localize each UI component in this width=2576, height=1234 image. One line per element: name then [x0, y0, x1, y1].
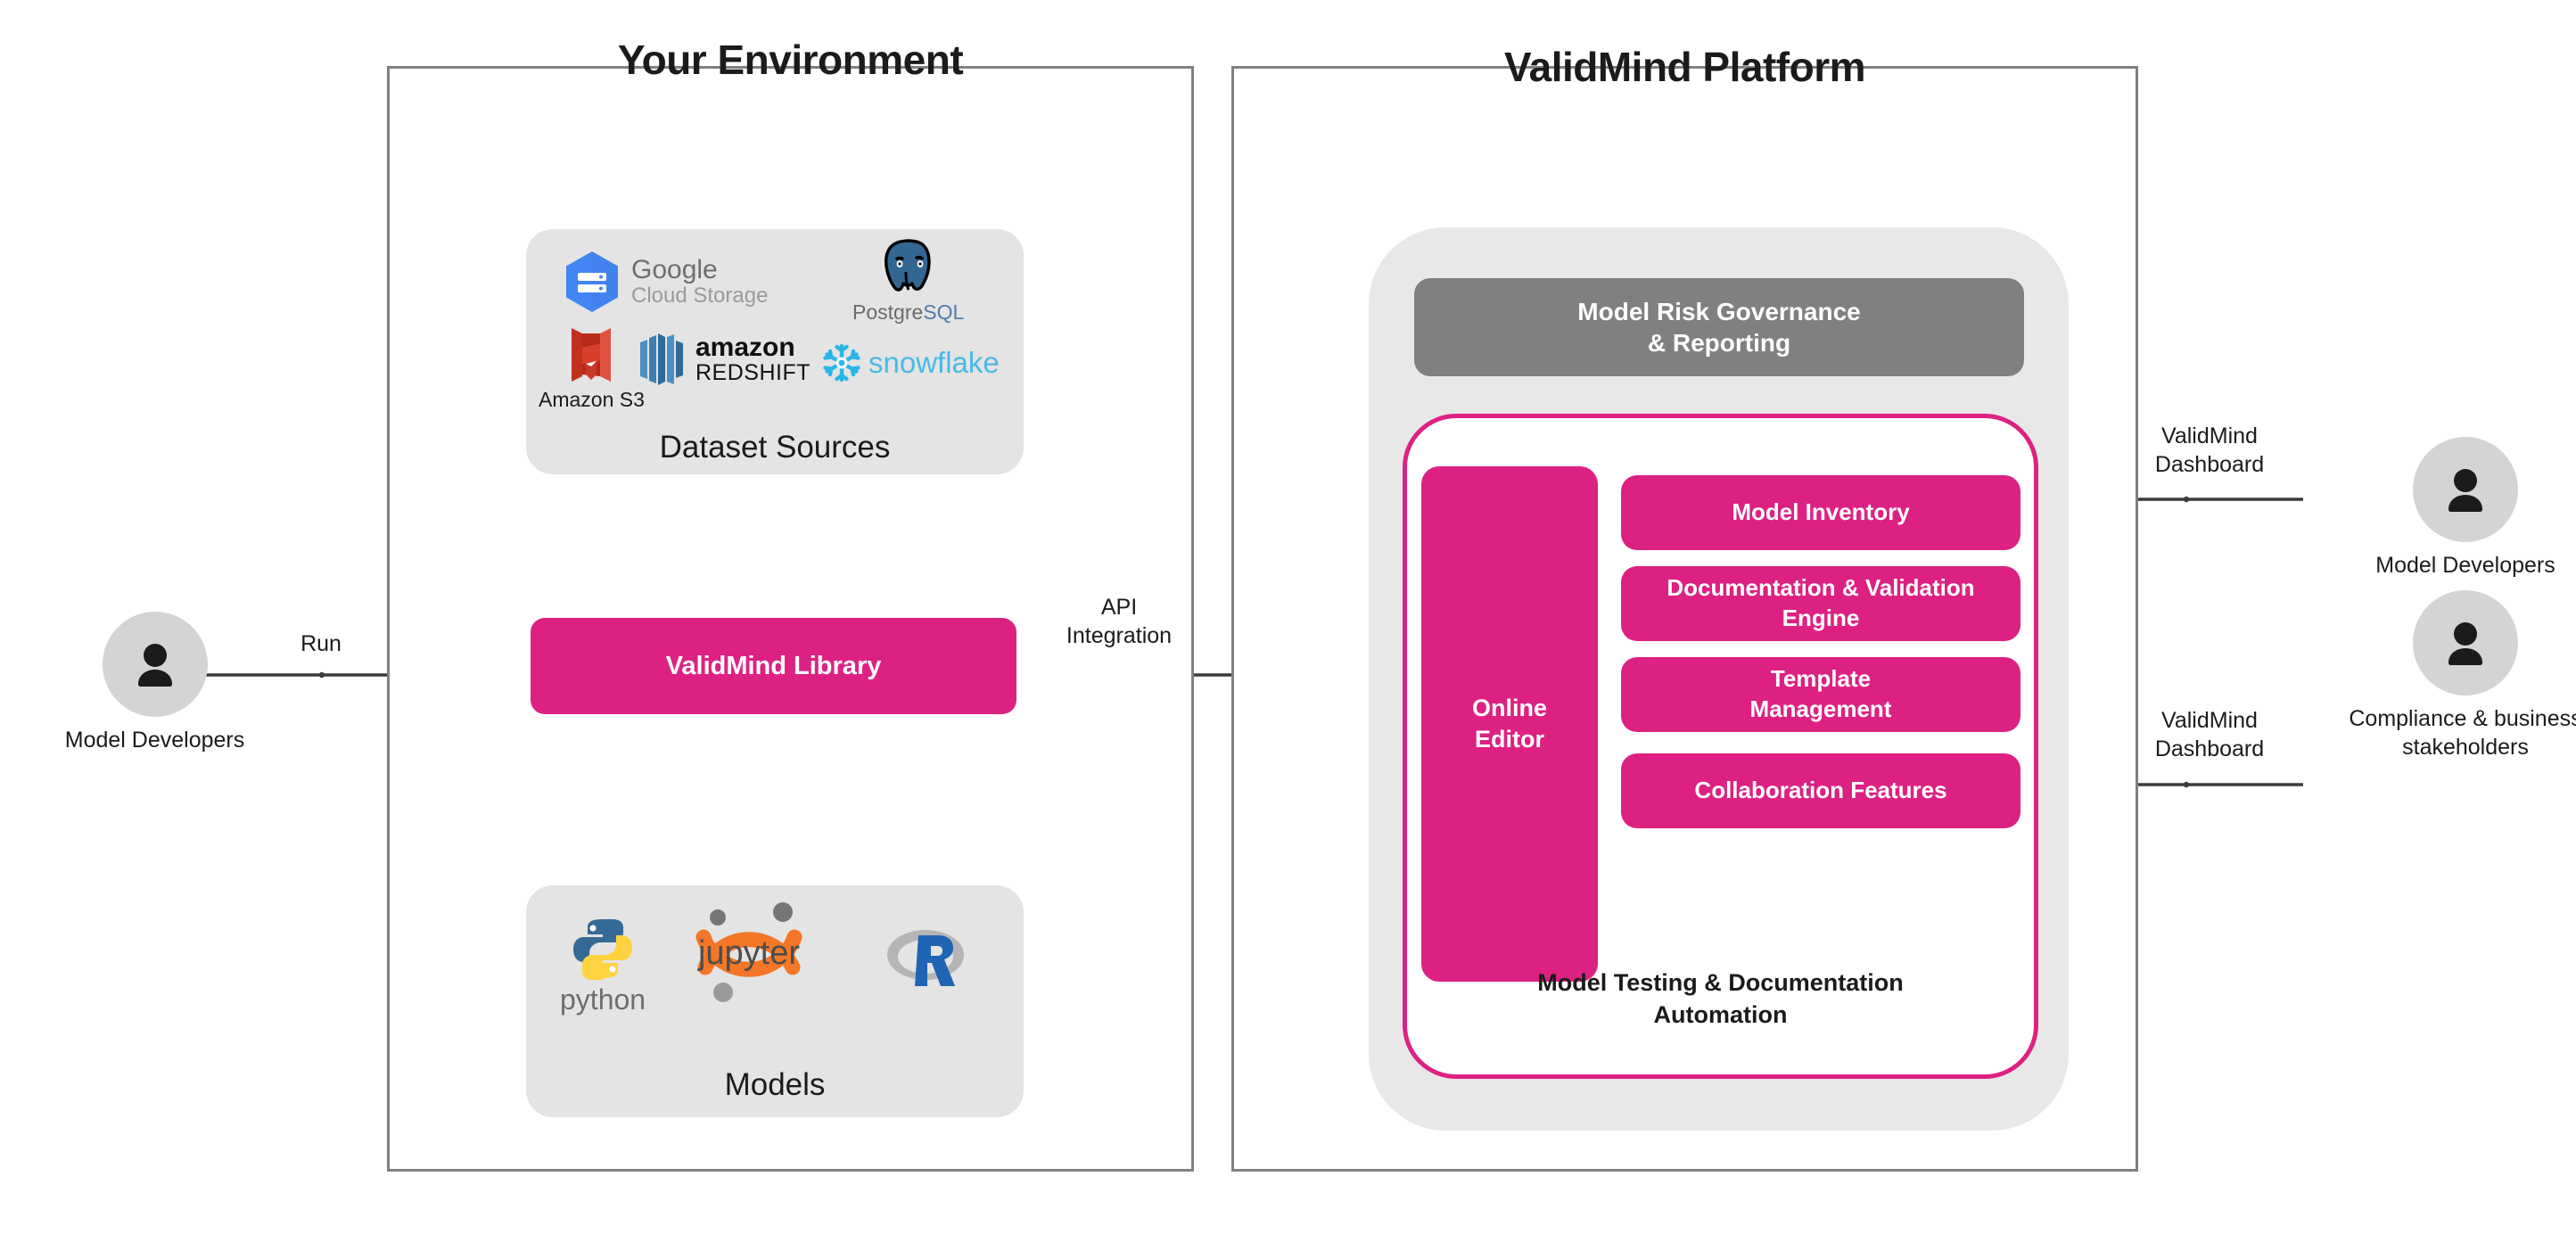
r-language-icon	[887, 930, 964, 986]
actor-label: Compliance & business stakeholders	[2287, 704, 2576, 761]
validmind-platform-title: ValidMind Platform	[1503, 44, 1866, 90]
feature-documentation-validation-engine[interactable]: Documentation & Validation Engine	[1621, 566, 2020, 641]
redshift-line1: amazon	[695, 332, 795, 362]
online-editor-box[interactable]: Online Editor	[1421, 466, 1598, 982]
automation-caption-line1: Model Testing & Documentation	[1537, 969, 1904, 996]
edge-label-dashboard-bottom: ValidMind Dashboard	[2120, 706, 2299, 763]
amazon-redshift-logo: amazon REDSHIFT	[635, 332, 811, 387]
governance-line2: & Reporting	[1647, 329, 1791, 357]
feature-template-management[interactable]: Template Management	[1621, 657, 2020, 732]
python-label: python	[560, 983, 646, 1016]
avatar	[2314, 590, 2576, 695]
models-card: python jupyter Models	[526, 885, 1024, 1117]
gcs-line2: Cloud Storage	[631, 284, 769, 308]
dashboard-bottom-line1: ValidMind	[2161, 708, 2258, 733]
python-logo: python	[560, 916, 646, 1016]
api-line2: Integration	[1066, 623, 1173, 648]
amazon-s3-bucket-icon	[572, 328, 612, 382]
person-icon	[2448, 622, 2482, 665]
actor-model-developers-left[interactable]: Model Developers	[0, 612, 309, 754]
postgresql-text-dark: Postgre	[852, 300, 924, 324]
snowflake-logo: snowflake	[820, 341, 1000, 384]
postgresql-elephant-icon	[884, 239, 931, 292]
amazon-s3-logo: Amazon S3	[539, 325, 645, 412]
snowflake-label: snowflake	[868, 346, 1000, 379]
governance-line1: Model Risk Governance	[1577, 297, 1861, 325]
jupyter-icon: jupyter	[695, 902, 802, 1002]
jupyter-logo: jupyter	[691, 894, 807, 1010]
dataset-sources-card: Google Cloud Storage PostgreSQL	[526, 229, 1024, 474]
dashboard-top-line1: ValidMind	[2161, 424, 2258, 448]
redshift-line2: REDSHIFT	[695, 359, 811, 385]
snowflake-icon	[823, 343, 860, 383]
actor-model-developers-right[interactable]: Model Developers	[2314, 437, 2576, 580]
actor-label: Model Developers	[2375, 553, 2555, 578]
api-line1: API	[1100, 595, 1138, 620]
online-editor-line2: Editor	[1474, 726, 1544, 753]
edge-label-api-integration: API Integration	[1039, 593, 1199, 650]
actor-label-line2: stakeholders	[2402, 735, 2529, 760]
edge-label-run: Run	[300, 631, 342, 656]
validmind-library-box[interactable]: ValidMind Library	[531, 618, 1016, 714]
actor-label-line1: Compliance & business	[2349, 706, 2576, 731]
gcs-hexagon-icon	[566, 251, 618, 312]
avatar	[2314, 437, 2576, 542]
google-cloud-storage-logo: Google Cloud Storage	[562, 249, 768, 315]
feature-3-line-0: Collaboration Features	[1694, 777, 1947, 804]
gcs-line1: Google	[631, 255, 718, 285]
feature-model-inventory[interactable]: Model Inventory	[1621, 475, 2020, 550]
postgresql-logo: PostgreSQL	[852, 234, 964, 325]
actor-compliance-stakeholders[interactable]: Compliance & business stakeholders	[2314, 590, 2576, 761]
avatar	[0, 612, 309, 717]
r-logo	[885, 925, 967, 991]
python-icon	[573, 919, 633, 980]
model-risk-governance-bar[interactable]: Model Risk Governance & Reporting	[1414, 278, 2024, 376]
dashboard-top-line2: Dashboard	[2154, 452, 2265, 477]
feature-2-line-0: Template	[1770, 665, 1872, 693]
feature-0-line-0: Model Inventory	[1732, 498, 1910, 526]
automation-caption-line2: Automation	[1653, 1000, 1788, 1028]
dashboard-bottom-line2: Dashboard	[2154, 736, 2265, 761]
online-editor-line1: Online	[1471, 694, 1547, 721]
actor-label: Model Developers	[64, 728, 245, 753]
your-environment-title: Your Environment	[617, 37, 964, 83]
postgresql-text-blue: SQL	[923, 300, 965, 324]
models-caption: Models	[724, 1067, 826, 1102]
edge-label-dashboard-top: ValidMind Dashboard	[2120, 422, 2299, 479]
redshift-icon	[640, 333, 683, 385]
dataset-sources-caption: Dataset Sources	[659, 430, 891, 465]
feature-collaboration-features[interactable]: Collaboration Features	[1621, 753, 2020, 828]
feature-1-line-0: Documentation & Validation	[1667, 574, 1975, 602]
jupyter-wordmark: jupyter	[697, 934, 800, 972]
automation-box-caption: Model Testing & Documentation Automation	[1403, 967, 2038, 1031]
person-icon	[2448, 469, 2482, 512]
feature-2-line-1: Management	[1749, 695, 1892, 722]
person-icon	[137, 644, 172, 687]
amazon-s3-label: Amazon S3	[539, 388, 645, 411]
feature-1-line-1: Engine	[1782, 605, 1860, 631]
